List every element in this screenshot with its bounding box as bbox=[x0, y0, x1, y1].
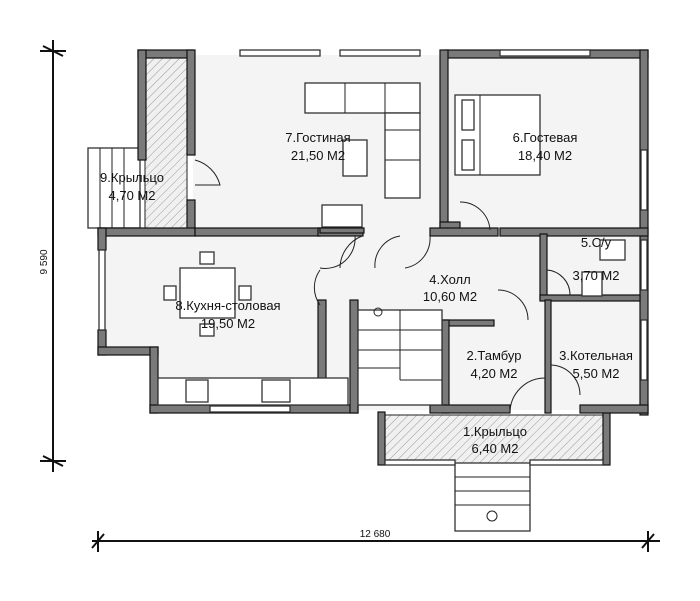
svg-text:3,70 М2: 3,70 М2 bbox=[573, 268, 620, 283]
tv bbox=[319, 204, 365, 234]
room-label-6: 6.Гостевая 18,40 М2 bbox=[513, 130, 578, 163]
dimension-width: 12 680 bbox=[91, 529, 660, 552]
porch-1 bbox=[384, 414, 604, 464]
room-label-4: 4.Холл 10,60 М2 bbox=[423, 272, 477, 304]
svg-text:7.Гостиная: 7.Гостиная bbox=[285, 130, 350, 145]
svg-text:21,50 М2: 21,50 М2 bbox=[291, 148, 345, 163]
kitchen-counter bbox=[157, 377, 349, 406]
svg-text:2.Тамбур: 2.Тамбур bbox=[467, 348, 522, 363]
svg-text:5.С/у: 5.С/у bbox=[581, 235, 612, 250]
svg-text:10,60 М2: 10,60 М2 bbox=[423, 289, 477, 304]
svg-text:1.Крыльцо: 1.Крыльцо bbox=[463, 424, 527, 439]
sofa bbox=[304, 82, 421, 199]
bathroom-fixtures bbox=[581, 239, 626, 297]
room-label-5: 5.С/у 3,70 М2 bbox=[573, 235, 620, 283]
svg-text:19,50 М2: 19,50 М2 bbox=[201, 316, 255, 331]
svg-text:9 590: 9 590 bbox=[39, 249, 50, 274]
room-label-2: 2.Тамбур 4,20 М2 bbox=[467, 348, 522, 381]
svg-text:12 680: 12 680 bbox=[360, 529, 391, 540]
svg-text:4.Холл: 4.Холл bbox=[429, 272, 470, 287]
room-label-3: 3.Котельная 5,50 М2 bbox=[559, 348, 633, 381]
walls bbox=[97, 49, 649, 416]
doors bbox=[194, 159, 581, 414]
svg-text:9.Крыльцо: 9.Крыльцо bbox=[100, 170, 164, 185]
room-label-8: 8.Кухня-столовая 19,50 М2 bbox=[175, 298, 280, 331]
dining-table bbox=[163, 251, 252, 337]
porch-1-steps bbox=[454, 462, 531, 532]
svg-text:5,50 М2: 5,50 М2 bbox=[573, 366, 620, 381]
svg-text:4,70 М2: 4,70 М2 bbox=[109, 188, 156, 203]
svg-text:6,40 М2: 6,40 М2 bbox=[472, 441, 519, 456]
svg-text:6.Гостевая: 6.Гостевая bbox=[513, 130, 578, 145]
room-label-7: 7.Гостиная 21,50 М2 bbox=[285, 130, 350, 163]
svg-text:8.Кухня-столовая: 8.Кухня-столовая bbox=[175, 298, 280, 313]
bed bbox=[454, 94, 541, 176]
svg-text:3.Котельная: 3.Котельная bbox=[559, 348, 633, 363]
dimension-height: 9 590 bbox=[39, 40, 66, 472]
room-label-1: 1.Крыльцо 6,40 М2 bbox=[463, 424, 527, 456]
stairs bbox=[357, 307, 443, 406]
windows bbox=[98, 49, 648, 413]
svg-text:4,20 М2: 4,20 М2 bbox=[471, 366, 518, 381]
svg-text:18,40 М2: 18,40 М2 bbox=[518, 148, 572, 163]
room-label-9: 9.Крыльцо 4,70 М2 bbox=[100, 170, 164, 203]
